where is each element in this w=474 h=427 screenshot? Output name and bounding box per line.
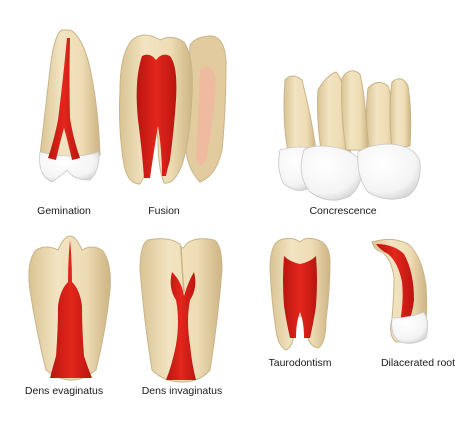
dens-invaginatus-tooth — [139, 238, 223, 383]
label-concrescence: Concrescence — [309, 205, 377, 217]
fusion-tooth — [119, 34, 227, 185]
label-dens-evaginatus: Dens evaginatus — [24, 385, 104, 397]
concrescence-teeth — [278, 70, 421, 201]
label-dens-invaginatus: Dens invaginatus — [141, 385, 223, 397]
label-gemination: Gemination — [37, 205, 91, 217]
taurodontism-tooth — [269, 237, 331, 351]
gemination-tooth — [39, 29, 101, 183]
label-taurodontism: Taurodontism — [268, 357, 332, 369]
label-fusion: Fusion — [148, 205, 180, 217]
label-dilacerated-root: Dilacerated root — [380, 357, 456, 369]
dens-evaginatus-tooth — [28, 235, 111, 381]
dilacerated-root-tooth — [371, 238, 428, 344]
